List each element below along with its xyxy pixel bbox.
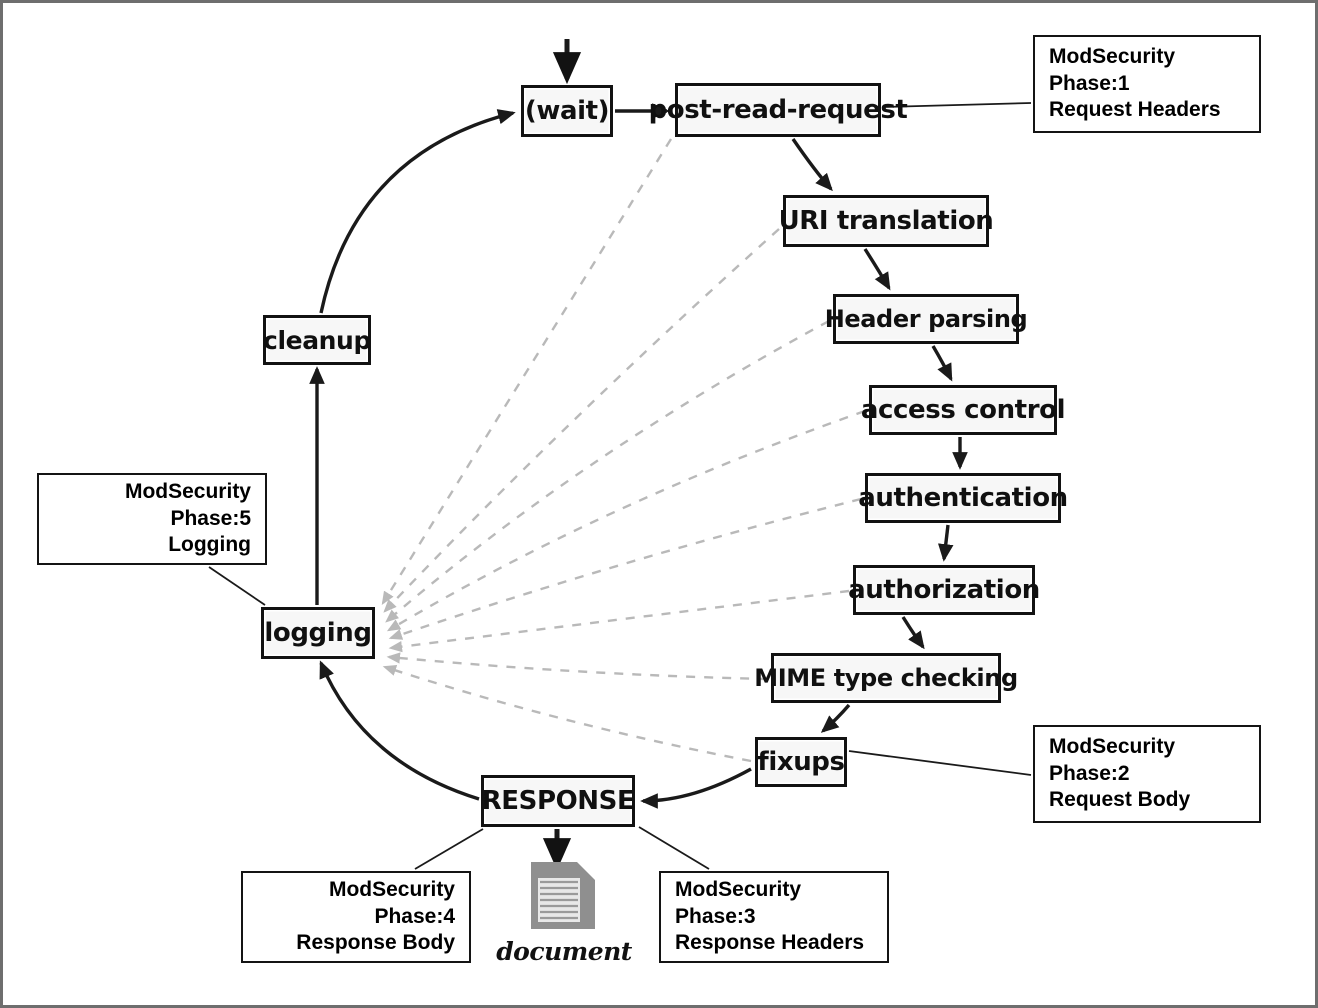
edge-cleanup-to-wait	[319, 109, 516, 314]
node-cleanup[interactable]: cleanup	[263, 315, 371, 365]
edge-fixups-to-response	[640, 767, 752, 809]
callout-phase-2-line2: Request Body	[1049, 788, 1191, 812]
node-authentication-label: authentication	[858, 483, 1068, 513]
leader-phase-5	[208, 566, 266, 606]
leader-phase-3	[638, 826, 710, 870]
callout-modsecurity-phase-4: ModSecurity Phase:4 Response Body	[241, 871, 471, 963]
node-logging-label: logging	[264, 618, 372, 648]
node-authentication[interactable]: authentication	[858, 473, 1068, 523]
node-response[interactable]: RESPONSE	[481, 775, 635, 827]
edge-uri-to-header	[863, 248, 891, 291]
dashed-edge-header-to-logging	[385, 319, 830, 623]
callout-phase-4-line2: Response Body	[296, 931, 455, 955]
callout-modsecurity-phase-2: ModSecurity Phase:2 Request Body	[1033, 725, 1261, 823]
node-fixups-label: fixups	[757, 747, 845, 777]
node-mime-type-checking-label: MIME type checking	[754, 664, 1018, 692]
node-access-control-label: access control	[860, 395, 1066, 425]
document-icon-label: document	[496, 937, 632, 966]
main-flow-edges	[309, 39, 968, 871]
node-cleanup-label: cleanup	[263, 325, 371, 355]
node-access-control[interactable]: access control	[861, 385, 1066, 435]
node-fixups[interactable]: fixups	[755, 737, 847, 787]
node-header-parsing[interactable]: Header parsing	[825, 294, 1028, 344]
dashed-edge-fixups-to-logging	[382, 665, 752, 763]
node-post-read-request[interactable]: post-read-request	[649, 83, 908, 137]
node-authorization-label: authorization	[848, 575, 1040, 605]
callout-leader-lines	[208, 102, 1032, 870]
callout-phase-5-line2: Logging	[168, 533, 251, 557]
callout-phase-2-line1: ModSecurity Phase:2	[1049, 734, 1176, 785]
edge-header-to-access	[931, 345, 953, 382]
edge-post-read-to-uri	[791, 138, 833, 192]
node-mime-type-checking[interactable]: MIME type checking	[754, 653, 1018, 703]
logging-dashed-edges	[381, 138, 866, 763]
leader-phase-1	[882, 102, 1032, 108]
diagram-edges-layer	[208, 39, 1032, 871]
edge-response-to-logging	[319, 660, 480, 801]
node-response-label: RESPONSE	[481, 786, 635, 816]
callout-modsecurity-phase-1: ModSecurity Phase:1 Request Headers	[1033, 35, 1261, 133]
dashed-edge-mime-to-logging	[386, 652, 768, 681]
document-icon	[531, 862, 595, 929]
edge-mime-to-fixups	[820, 703, 851, 733]
leader-phase-4	[414, 828, 484, 870]
edge-authz-to-mime	[901, 616, 925, 650]
document-output: document	[496, 859, 632, 966]
dashed-edge-auth-to-logging	[388, 497, 862, 640]
node-header-parsing-label: Header parsing	[824, 305, 1028, 333]
node-post-read-request-label: post-read-request	[648, 95, 908, 125]
node-wait[interactable]: (wait)	[521, 85, 613, 137]
node-authorization[interactable]: authorization	[848, 565, 1040, 615]
dashed-edge-access-to-logging	[386, 409, 866, 632]
callout-phase-1-line1: ModSecurity Phase:1	[1049, 44, 1176, 95]
dashed-edge-authz-to-logging	[388, 589, 850, 653]
node-uri-translation[interactable]: URI translation	[779, 195, 994, 247]
callout-phase-3-line2: Response Headers	[675, 931, 865, 955]
dashed-edge-post-read-to-logging	[381, 138, 673, 606]
callout-phase-3-line1: ModSecurity Phase:3	[675, 877, 802, 928]
callout-phase-1-line2: Request Headers	[1049, 98, 1221, 122]
node-logging[interactable]: logging	[261, 607, 375, 659]
callout-modsecurity-phase-5: ModSecurity Phase:5 Logging	[37, 473, 267, 565]
leader-phase-2	[848, 750, 1032, 776]
dashed-edge-uri-to-logging	[383, 228, 780, 613]
callout-phase-4-line1: ModSecurity Phase:4	[328, 877, 455, 928]
edge-auth-to-authz	[938, 524, 954, 562]
callout-phase-5-line1: ModSecurity Phase:5	[124, 479, 251, 530]
node-uri-translation-label: URI translation	[778, 206, 994, 236]
callout-modsecurity-phase-3: ModSecurity Phase:3 Response Headers	[659, 871, 889, 963]
node-wait-label: (wait)	[524, 96, 610, 126]
